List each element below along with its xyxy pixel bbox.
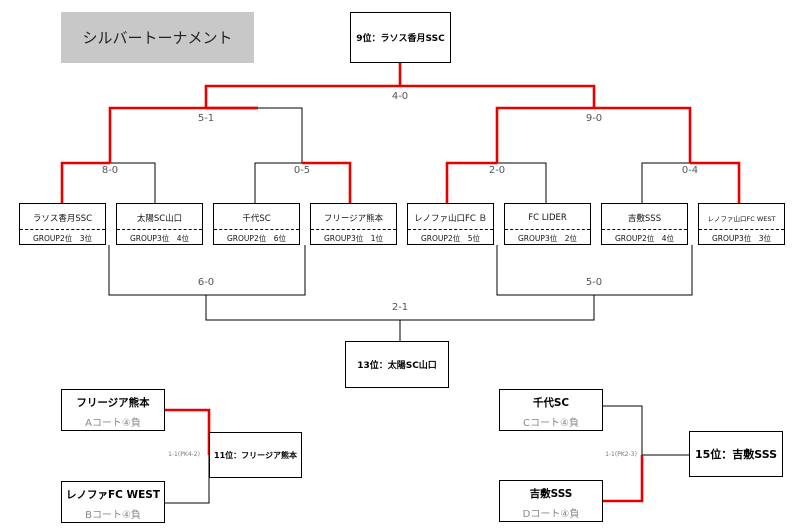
team-group: GROUP3位 3位 xyxy=(699,229,784,246)
team-name: 吉敷SSS xyxy=(627,214,662,224)
winner-line xyxy=(302,161,352,203)
thirteenth-place-box: 13位：太陽SC山口 xyxy=(345,341,449,388)
score-loser-left: 6-0 xyxy=(197,277,215,288)
eleventh-place-box: 11位：フリージア熊本 xyxy=(209,432,302,478)
playoff-court: Cコート④負 xyxy=(523,418,579,429)
team-group: GROUP3位 4位 xyxy=(117,229,202,246)
playoff-team-name: 千代SC xyxy=(532,397,570,409)
team-name: 太陽SC山口 xyxy=(136,214,183,224)
winner-line xyxy=(445,161,497,203)
score-loser-right: 5-0 xyxy=(585,277,603,288)
team-box: レノファ山口FC WEST GROUP3位 3位 xyxy=(698,203,785,245)
team-name: レノファ山口FC WEST xyxy=(707,215,776,223)
score-playoff-left: 1-1(PK4-2) xyxy=(168,451,200,458)
team-name: 千代SC xyxy=(242,214,271,224)
team-box: ラソス香月SSC GROUP2位 3位 xyxy=(19,203,106,245)
team-box: FC LIDER GROUP3位 2位 xyxy=(504,203,591,245)
team-group: GROUP3位 1位 xyxy=(311,229,396,246)
playoff-team-name: フリージア熊本 xyxy=(76,397,150,409)
team-name: ラソス香月SSC xyxy=(32,214,93,224)
bracket-line xyxy=(258,107,303,163)
bracket-line xyxy=(110,162,156,203)
winner-line xyxy=(690,161,741,203)
team-group: GROUP2位 4位 xyxy=(602,229,687,246)
bracket-line xyxy=(108,245,306,296)
bracket-line xyxy=(165,455,210,504)
bracket-line xyxy=(600,405,643,455)
score-loser-final: 2-1 xyxy=(391,302,409,313)
score-qf1: 8-0 xyxy=(101,165,119,176)
team-name: FC LIDER xyxy=(528,213,567,223)
playoff-team-box: 千代SC Cコート④負 xyxy=(499,389,603,431)
playoff-court: Bコート④負 xyxy=(85,510,141,521)
playoff-team-name: レノファFC WEST xyxy=(65,489,160,501)
team-group: GROUP2位 3位 xyxy=(20,229,105,246)
playoff-team-name: 吉敷SSS xyxy=(529,488,573,500)
bracket-line xyxy=(254,162,302,203)
playoff-team-box: 吉敷SSS Dコート④負 xyxy=(499,480,603,522)
playoff-team-box: フリージア熊本 Aコート④負 xyxy=(61,389,165,431)
page-title: シルバートーナメント xyxy=(61,12,254,63)
score-playoff-right: 1-1(PK2-3) xyxy=(605,451,637,458)
winner-line xyxy=(108,106,258,163)
team-box: 太陽SC山口 GROUP3位 4位 xyxy=(116,203,203,245)
score-semi-right: 9-0 xyxy=(585,113,603,124)
team-group: GROUP2位 5位 xyxy=(408,229,493,246)
score-semi-left: 5-1 xyxy=(197,113,215,124)
winner-line xyxy=(165,408,211,455)
fifteenth-place-box: 15位：吉敷SSS xyxy=(689,431,783,477)
playoff-court: Dコート④負 xyxy=(522,509,580,520)
team-box: レノファ山口FC Ｂ GROUP2位 5位 xyxy=(407,203,494,245)
playoff-court: Aコート④負 xyxy=(85,418,141,429)
winner-line xyxy=(600,455,644,503)
score-qf4: 0-4 xyxy=(681,165,699,176)
winner-line xyxy=(60,161,110,203)
team-group: GROUP2位 6位 xyxy=(214,229,299,246)
score-qf3: 2-0 xyxy=(488,165,506,176)
team-name: フリージア熊本 xyxy=(323,214,384,224)
bracket-line xyxy=(641,162,690,203)
bracket-line xyxy=(497,162,547,203)
team-group: GROUP3位 2位 xyxy=(505,229,590,246)
team-name: レノファ山口FC Ｂ xyxy=(413,214,488,224)
team-box: フリージア熊本 GROUP3位 1位 xyxy=(310,203,397,245)
playoff-team-box: レノファFC WEST Bコート④負 xyxy=(61,481,165,523)
score-qf2: 0-5 xyxy=(293,165,311,176)
score-final: 4-0 xyxy=(391,91,409,102)
team-box: 千代SC GROUP2位 6位 xyxy=(213,203,300,245)
team-box: 吉敷SSS GROUP2位 4位 xyxy=(601,203,688,245)
champion-box: 9位：ラソス香月SSC xyxy=(350,12,451,63)
winner-line xyxy=(204,84,596,110)
